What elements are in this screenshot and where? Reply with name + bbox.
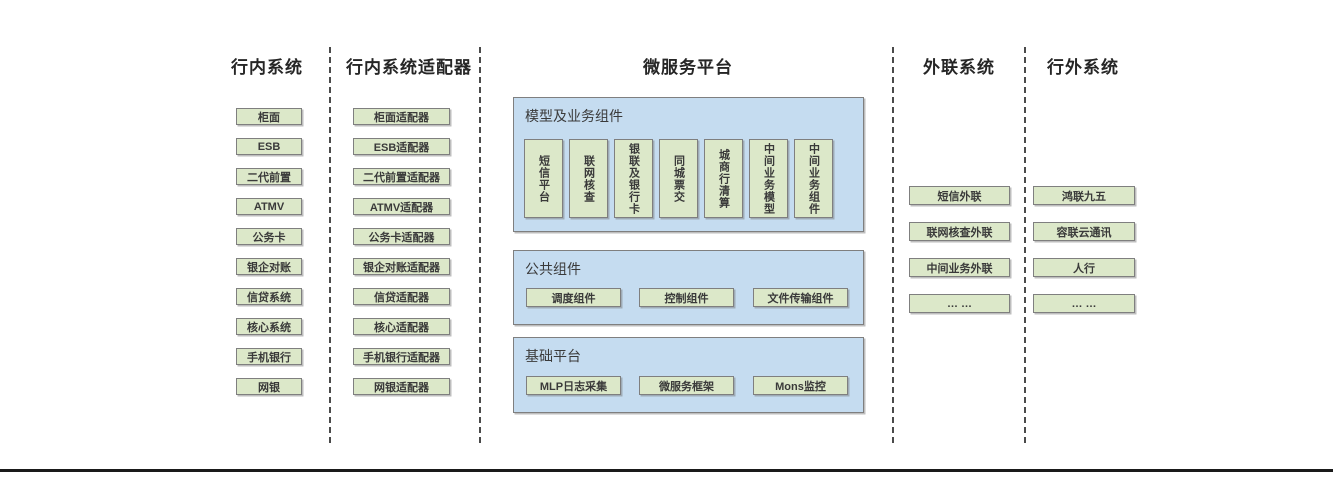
internal-system-box: 网银 [236,378,302,395]
adapter-box: 二代前置适配器 [353,168,450,185]
column-divider [329,47,331,443]
base-platform-box: Mons监控 [753,376,848,395]
common-component-box: 控制组件 [639,288,734,307]
model-component-box: 联网核查 [569,139,608,218]
model-component-box: 短信平台 [524,139,563,218]
column-divider [1024,47,1026,443]
outreach-system-box: 短信外联 [909,186,1010,205]
adapter-box: 信贷适配器 [353,288,450,305]
adapter-box: ATMV适配器 [353,198,450,215]
adapters-header: 行内系统适配器 [346,58,472,77]
internal-system-box: 核心系统 [236,318,302,335]
base-platform-panel: 基础平台 MLP日志采集 微服务框架 Mons监控 [513,337,864,413]
column-divider [892,47,894,443]
model-component-box: 同城票交 [659,139,698,218]
common-components-panel: 公共组件 调度组件 控制组件 文件传输组件 [513,250,864,325]
external-system-box: 容联云通讯 [1033,222,1135,241]
model-component-box: 城商行清算 [704,139,743,218]
adapter-box: ESB适配器 [353,138,450,155]
base-platform-box: MLP日志采集 [526,376,621,395]
common-component-box: 调度组件 [526,288,621,307]
internal-system-box: ESB [236,138,302,155]
internal-system-box: 手机银行 [236,348,302,365]
adapter-box: 手机银行适配器 [353,348,450,365]
internal-system-box: 信贷系统 [236,288,302,305]
model-component-box: 中间业务模型 [749,139,788,218]
model-component-box: 中间业务组件 [794,139,833,218]
external-systems-header: 行外系统 [1047,58,1119,77]
outreach-system-box: 联网核查外联 [909,222,1010,241]
model-components-label: 模型及业务组件 [525,108,623,124]
internal-systems-header: 行内系统 [231,58,303,77]
adapter-box: 网银适配器 [353,378,450,395]
common-components-label: 公共组件 [525,261,581,277]
microservice-platform-header: 微服务平台 [643,58,733,77]
column-divider [479,47,481,443]
external-system-box: … … [1033,294,1135,313]
base-platform-label: 基础平台 [525,348,581,364]
adapter-box: 柜面适配器 [353,108,450,125]
external-system-box: 人行 [1033,258,1135,277]
internal-system-box: 二代前置 [236,168,302,185]
outreach-systems-header: 外联系统 [923,58,995,77]
bottom-divider-line [0,469,1333,472]
external-system-box: 鸿联九五 [1033,186,1135,205]
outreach-system-box: … … [909,294,1010,313]
common-component-box: 文件传输组件 [753,288,848,307]
internal-system-box: 公务卡 [236,228,302,245]
model-components-panel: 模型及业务组件 短信平台 联网核查 银联及银行卡 同城票交 城商行清算 中间业务… [513,97,864,232]
internal-system-box: ATMV [236,198,302,215]
adapter-box: 公务卡适配器 [353,228,450,245]
base-platform-box: 微服务框架 [639,376,734,395]
internal-system-box: 银企对账 [236,258,302,275]
adapter-box: 银企对账适配器 [353,258,450,275]
outreach-system-box: 中间业务外联 [909,258,1010,277]
adapter-box: 核心适配器 [353,318,450,335]
internal-system-box: 柜面 [236,108,302,125]
model-component-box: 银联及银行卡 [614,139,653,218]
